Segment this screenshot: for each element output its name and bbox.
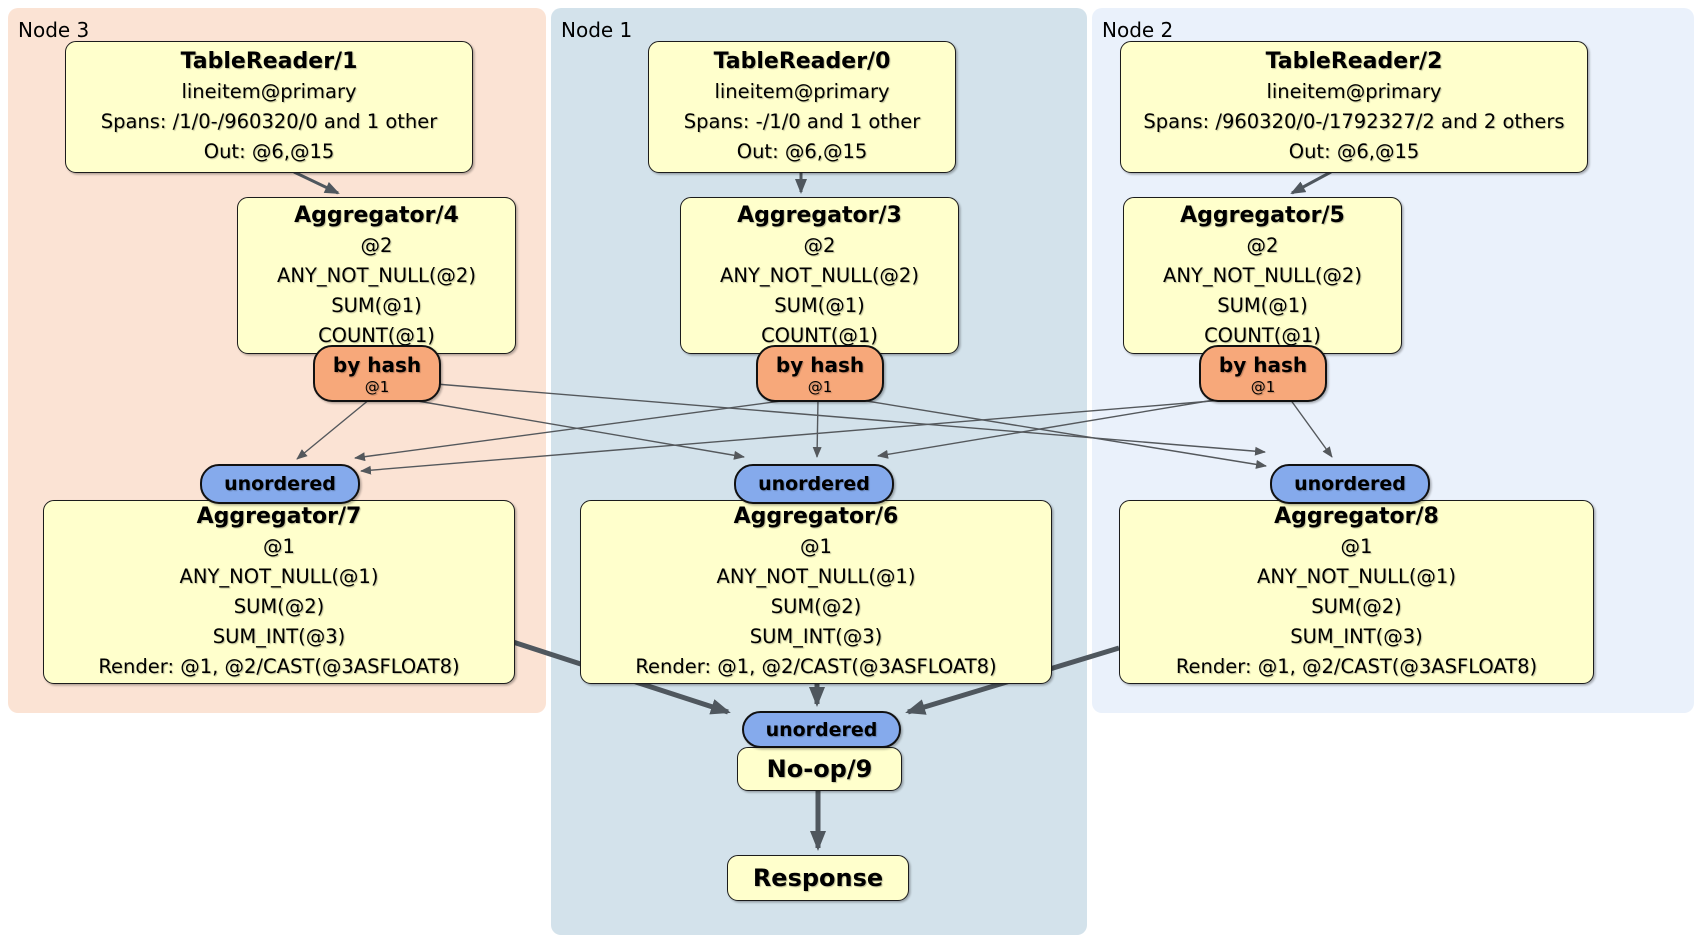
aggregator-3-box: Aggregator/3 @2 ANY_NOT_NULL(@2) SUM(@1)…: [680, 197, 959, 354]
box-line: Out: @6,@15: [1288, 140, 1420, 163]
aggregator-5-box: Aggregator/5 @2 ANY_NOT_NULL(@2) SUM(@1)…: [1123, 197, 1402, 354]
aggregator-7-box: Aggregator/7 @1 ANY_NOT_NULL(@1) SUM(@2)…: [43, 500, 515, 684]
sync-unordered-node3: unordered: [200, 464, 360, 504]
box-line: SUM_INT(@3): [212, 625, 346, 648]
box-line: COUNT(@1): [1204, 323, 1321, 347]
edge-router2-sync2: [1289, 398, 1333, 458]
box-line: Render: @1, @2/CAST(@3ASFLOAT8): [1175, 655, 1538, 678]
router-label: by hash: [775, 352, 865, 377]
box-line: ANY_NOT_NULL(@2): [277, 263, 476, 287]
box-line: Out: @6,@15: [736, 140, 868, 163]
box-title: Aggregator/7: [196, 504, 362, 529]
box-title: TableReader/0: [713, 49, 891, 74]
box-title: Aggregator/4: [294, 202, 459, 228]
box-line: SUM_INT(@3): [1290, 625, 1423, 648]
box-line: Spans: -/1/0 and 1 other: [683, 110, 921, 133]
aggregator-4-box: Aggregator/4 @2 ANY_NOT_NULL(@2) SUM(@1)…: [237, 197, 516, 354]
box-line: SUM(@2): [233, 595, 325, 618]
box-line: @2: [1246, 233, 1279, 257]
box-title: Aggregator/5: [1180, 202, 1345, 228]
box-line: SUM(@2): [1311, 595, 1402, 618]
edge-router3-sync3: [296, 398, 371, 460]
box-title: Aggregator/3: [737, 202, 902, 228]
sync-label: unordered: [765, 718, 878, 741]
edge-router3-sync2: [435, 383, 1266, 456]
box-line: Out: @6,@15: [203, 140, 335, 163]
box-line: @1: [263, 535, 295, 558]
box-title: Aggregator/6: [733, 504, 899, 529]
sync-unordered-node2: unordered: [1270, 464, 1430, 504]
sync-label: unordered: [1294, 473, 1406, 495]
edge-tr2-agg5: [1290, 170, 1332, 195]
aggregator-8-box: Aggregator/8 @1 ANY_NOT_NULL(@1) SUM(@2)…: [1119, 500, 1594, 684]
sync-unordered-final: unordered: [742, 711, 901, 748]
box-title: Response: [752, 864, 884, 892]
sync-label: unordered: [224, 473, 336, 495]
box-line: Spans: /1/0-/960320/0 and 1 other: [100, 110, 438, 133]
edge-router3-sync1: [399, 397, 745, 460]
box-line: ANY_NOT_NULL(@1): [716, 565, 916, 588]
aggregator-6-box: Aggregator/6 @1 ANY_NOT_NULL(@1) SUM(@2)…: [580, 500, 1052, 684]
node-region-label: Node 2: [1102, 18, 1174, 42]
box-line: COUNT(@1): [318, 323, 435, 347]
router-by-hash-node1: by hash @1: [756, 345, 884, 402]
edge-tr1-agg4: [293, 170, 340, 195]
node-region-label: Node 1: [561, 18, 633, 42]
box-line: ANY_NOT_NULL(@1): [1257, 565, 1456, 588]
router-by-hash-node2: by hash @1: [1199, 345, 1327, 402]
box-title: No-op/9: [766, 755, 873, 783]
tablereader-1-box: TableReader/1 lineitem@primary Spans: /1…: [65, 41, 473, 173]
box-title: TableReader/2: [1265, 49, 1443, 74]
box-line: SUM_INT(@3): [749, 625, 883, 648]
router-detail: @1: [1250, 377, 1276, 396]
box-line: SUM(@1): [774, 293, 865, 317]
box-title: Aggregator/8: [1274, 504, 1439, 529]
box-line: ANY_NOT_NULL(@2): [1163, 263, 1362, 287]
box-line: @1: [1340, 535, 1373, 558]
box-line: ANY_NOT_NULL(@2): [720, 263, 919, 287]
tablereader-0-box: TableReader/0 lineitem@primary Spans: -/…: [648, 41, 956, 173]
box-line: SUM(@1): [1217, 293, 1308, 317]
box-line: lineitem@primary: [714, 80, 890, 103]
box-line: @1: [800, 535, 832, 558]
router-by-hash-node3: by hash @1: [313, 345, 441, 402]
edge-router2-sync1: [877, 395, 1239, 459]
box-line: SUM(@1): [331, 293, 422, 317]
box-line: SUM(@2): [770, 595, 862, 618]
box-line: lineitem@primary: [1266, 80, 1442, 103]
router-label: by hash: [1218, 352, 1308, 377]
box-line: lineitem@primary: [181, 80, 357, 103]
box-line: COUNT(@1): [761, 323, 878, 347]
box-line: ANY_NOT_NULL(@1): [179, 565, 379, 588]
router-label: by hash: [332, 352, 422, 377]
sync-unordered-node1: unordered: [734, 464, 894, 504]
sync-label: unordered: [758, 473, 870, 495]
edge-router1-sync3: [354, 398, 797, 462]
router-detail: @1: [807, 377, 833, 396]
edge-router2-sync3: [360, 398, 1237, 475]
box-line: @2: [803, 233, 836, 257]
box-line: Render: @1, @2/CAST(@3ASFLOAT8): [635, 655, 997, 678]
box-line: @2: [360, 233, 393, 257]
response-box: Response: [727, 855, 909, 901]
box-line: Render: @1, @2/CAST(@3ASFLOAT8): [98, 655, 460, 678]
router-detail: @1: [364, 377, 390, 396]
tablereader-2-box: TableReader/2 lineitem@primary Spans: /9…: [1120, 41, 1588, 173]
box-line: Spans: /960320/0-/1792327/2 and 2 others: [1143, 110, 1565, 133]
box-title: TableReader/1: [180, 49, 358, 74]
edge-router1-sync1: [812, 398, 822, 458]
noop-9-box: No-op/9: [737, 747, 902, 791]
edge-router1-sync2: [841, 396, 1267, 469]
node-region-label: Node 3: [18, 18, 90, 42]
